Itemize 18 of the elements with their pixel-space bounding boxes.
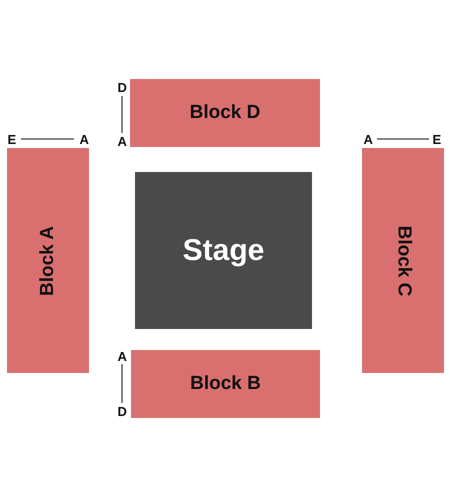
seating-section: [131, 350, 320, 418]
row-letter: A: [364, 133, 373, 146]
seating-section: [7, 148, 89, 373]
section-label: Block A: [37, 225, 59, 296]
section-label: Block D: [190, 102, 260, 124]
row-letter: E: [432, 133, 442, 146]
seating-section: [130, 79, 320, 147]
stage-area: [135, 172, 312, 329]
section-label: Block B: [190, 373, 261, 395]
row-letter: A: [80, 133, 89, 146]
section-label: Block C: [392, 225, 414, 296]
row-letter: A: [118, 350, 127, 363]
row-letter: D: [118, 405, 127, 418]
row-letter: D: [118, 81, 127, 94]
seating-section: [362, 148, 444, 373]
section-label: Stage: [182, 234, 264, 268]
row-letter: E: [8, 133, 16, 146]
row-letter: A: [118, 135, 127, 148]
